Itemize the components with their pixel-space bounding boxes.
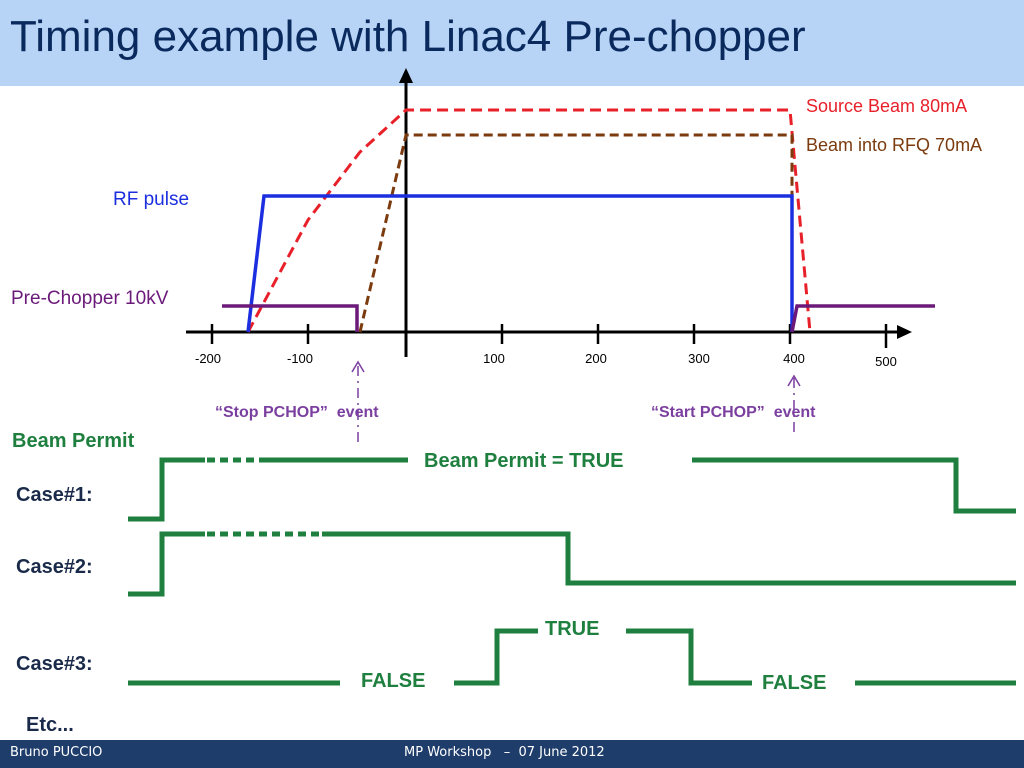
case1-label: Case#1: [16, 484, 93, 506]
footer-author: Bruno PUCCIO [10, 745, 103, 760]
start-event-arrowhead [787, 374, 801, 387]
case3-false-right-text: FALSE [762, 672, 826, 694]
case1-permit-signal-end [692, 457, 1016, 514]
pre-chopper-waveform-left [222, 304, 359, 332]
case1-permit-signal [128, 457, 205, 522]
etc-label: Etc... [26, 714, 74, 736]
tick-label: 200 [585, 351, 607, 366]
slide-title: Timing example with Linac4 Pre-chopper [10, 12, 806, 61]
case1-permit-true-text: Beam Permit = TRUE [424, 450, 624, 472]
tick-label: 500 [875, 354, 897, 369]
case3-signal-rise [454, 628, 538, 686]
footer-bar [0, 740, 1024, 768]
rfq-beam-label: Beam into RFQ 70mA [806, 135, 982, 155]
tick-label: 400 [783, 351, 805, 366]
rf-pulse-waveform [246, 194, 794, 333]
rfq-beam-waveform [358, 133, 794, 333]
case2-label: Case#2: [16, 556, 93, 578]
case3-false-left-text: FALSE [361, 670, 425, 692]
vertical-axis-arrowhead [399, 68, 413, 83]
case3-signal-fall [626, 628, 752, 686]
title-bar [0, 0, 1024, 86]
start-pchop-event-label: “Start PCHOP” event [651, 404, 816, 421]
pre-chopper-waveform-right [790, 304, 935, 333]
beam-permit-heading: Beam Permit [12, 430, 135, 452]
stop-pchop-event-label: “Stop PCHOP” event [215, 404, 379, 421]
pre-chopper-label: Pre-Chopper 10kV [11, 288, 169, 309]
tick-label: -200 [195, 351, 221, 366]
footer-event: MP Workshop – 07 June 2012 [404, 745, 605, 760]
case3-true-text: TRUE [545, 618, 599, 640]
case2-permit-signal [128, 531, 205, 597]
case3-label: Case#3: [16, 653, 93, 675]
time-axis-arrowhead [897, 325, 912, 339]
stop-event-arrowhead [351, 360, 365, 373]
tick-label: 100 [483, 351, 505, 366]
source-beam-waveform [246, 108, 812, 333]
case2-permit-signal-end [322, 531, 1016, 586]
tick-label: 300 [688, 351, 710, 366]
rf-pulse-label: RF pulse [113, 189, 189, 210]
source-beam-label: Source Beam 80mA [806, 96, 967, 116]
tick-label: -100 [287, 351, 313, 366]
